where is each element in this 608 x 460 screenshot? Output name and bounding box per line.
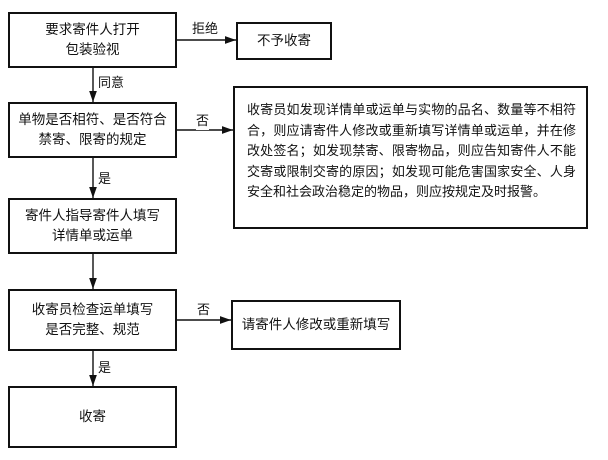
node-accept: 收寄 [8,386,177,448]
node-note-text: 收寄员如发现详情单或运单与实物的品名、数量等不相符合，则应请寄件人修改或重新填写… [247,103,576,200]
edge-label-agree: 同意 [98,76,125,92]
edge-label-no-1: 否 [196,114,210,130]
node-guide-fill-label: 寄件人指导寄件人填写 详情单或运单 [25,208,160,244]
edge-label-yes-2: 是 [98,361,112,377]
node-guide-fill: 寄件人指导寄件人填写 详情单或运单 [8,198,177,254]
node-request-open-label: 要求寄件人打开 包装验视 [45,22,140,58]
edge-label-yes-1: 是 [98,172,112,188]
node-note: 收寄员如发现详情单或运单与实物的品名、数量等不相符合，则应请寄件人修改或重新填写… [233,86,588,229]
edge-label-refuse: 拒绝 [192,22,219,38]
node-reject-label: 不予收寄 [257,33,311,49]
node-check-match: 单物是否相符、是否符合 禁寄、限寄的规定 [8,102,177,158]
node-reject: 不予收寄 [236,22,332,60]
node-refill: 请寄件人修改或重新填写 [231,300,401,350]
node-check-form-label: 收寄员检查运单填写 是否完整、规范 [31,302,154,338]
node-refill-label: 请寄件人修改或重新填写 [241,317,391,333]
node-check-form: 收寄员检查运单填写 是否完整、规范 [8,289,177,351]
node-check-match-label: 单物是否相符、是否符合 禁寄、限寄的规定 [18,112,167,148]
edge-label-no-2: 否 [197,303,211,319]
node-accept-label: 收寄 [79,409,106,425]
node-request-open: 要求寄件人打开 包装验视 [8,12,177,68]
